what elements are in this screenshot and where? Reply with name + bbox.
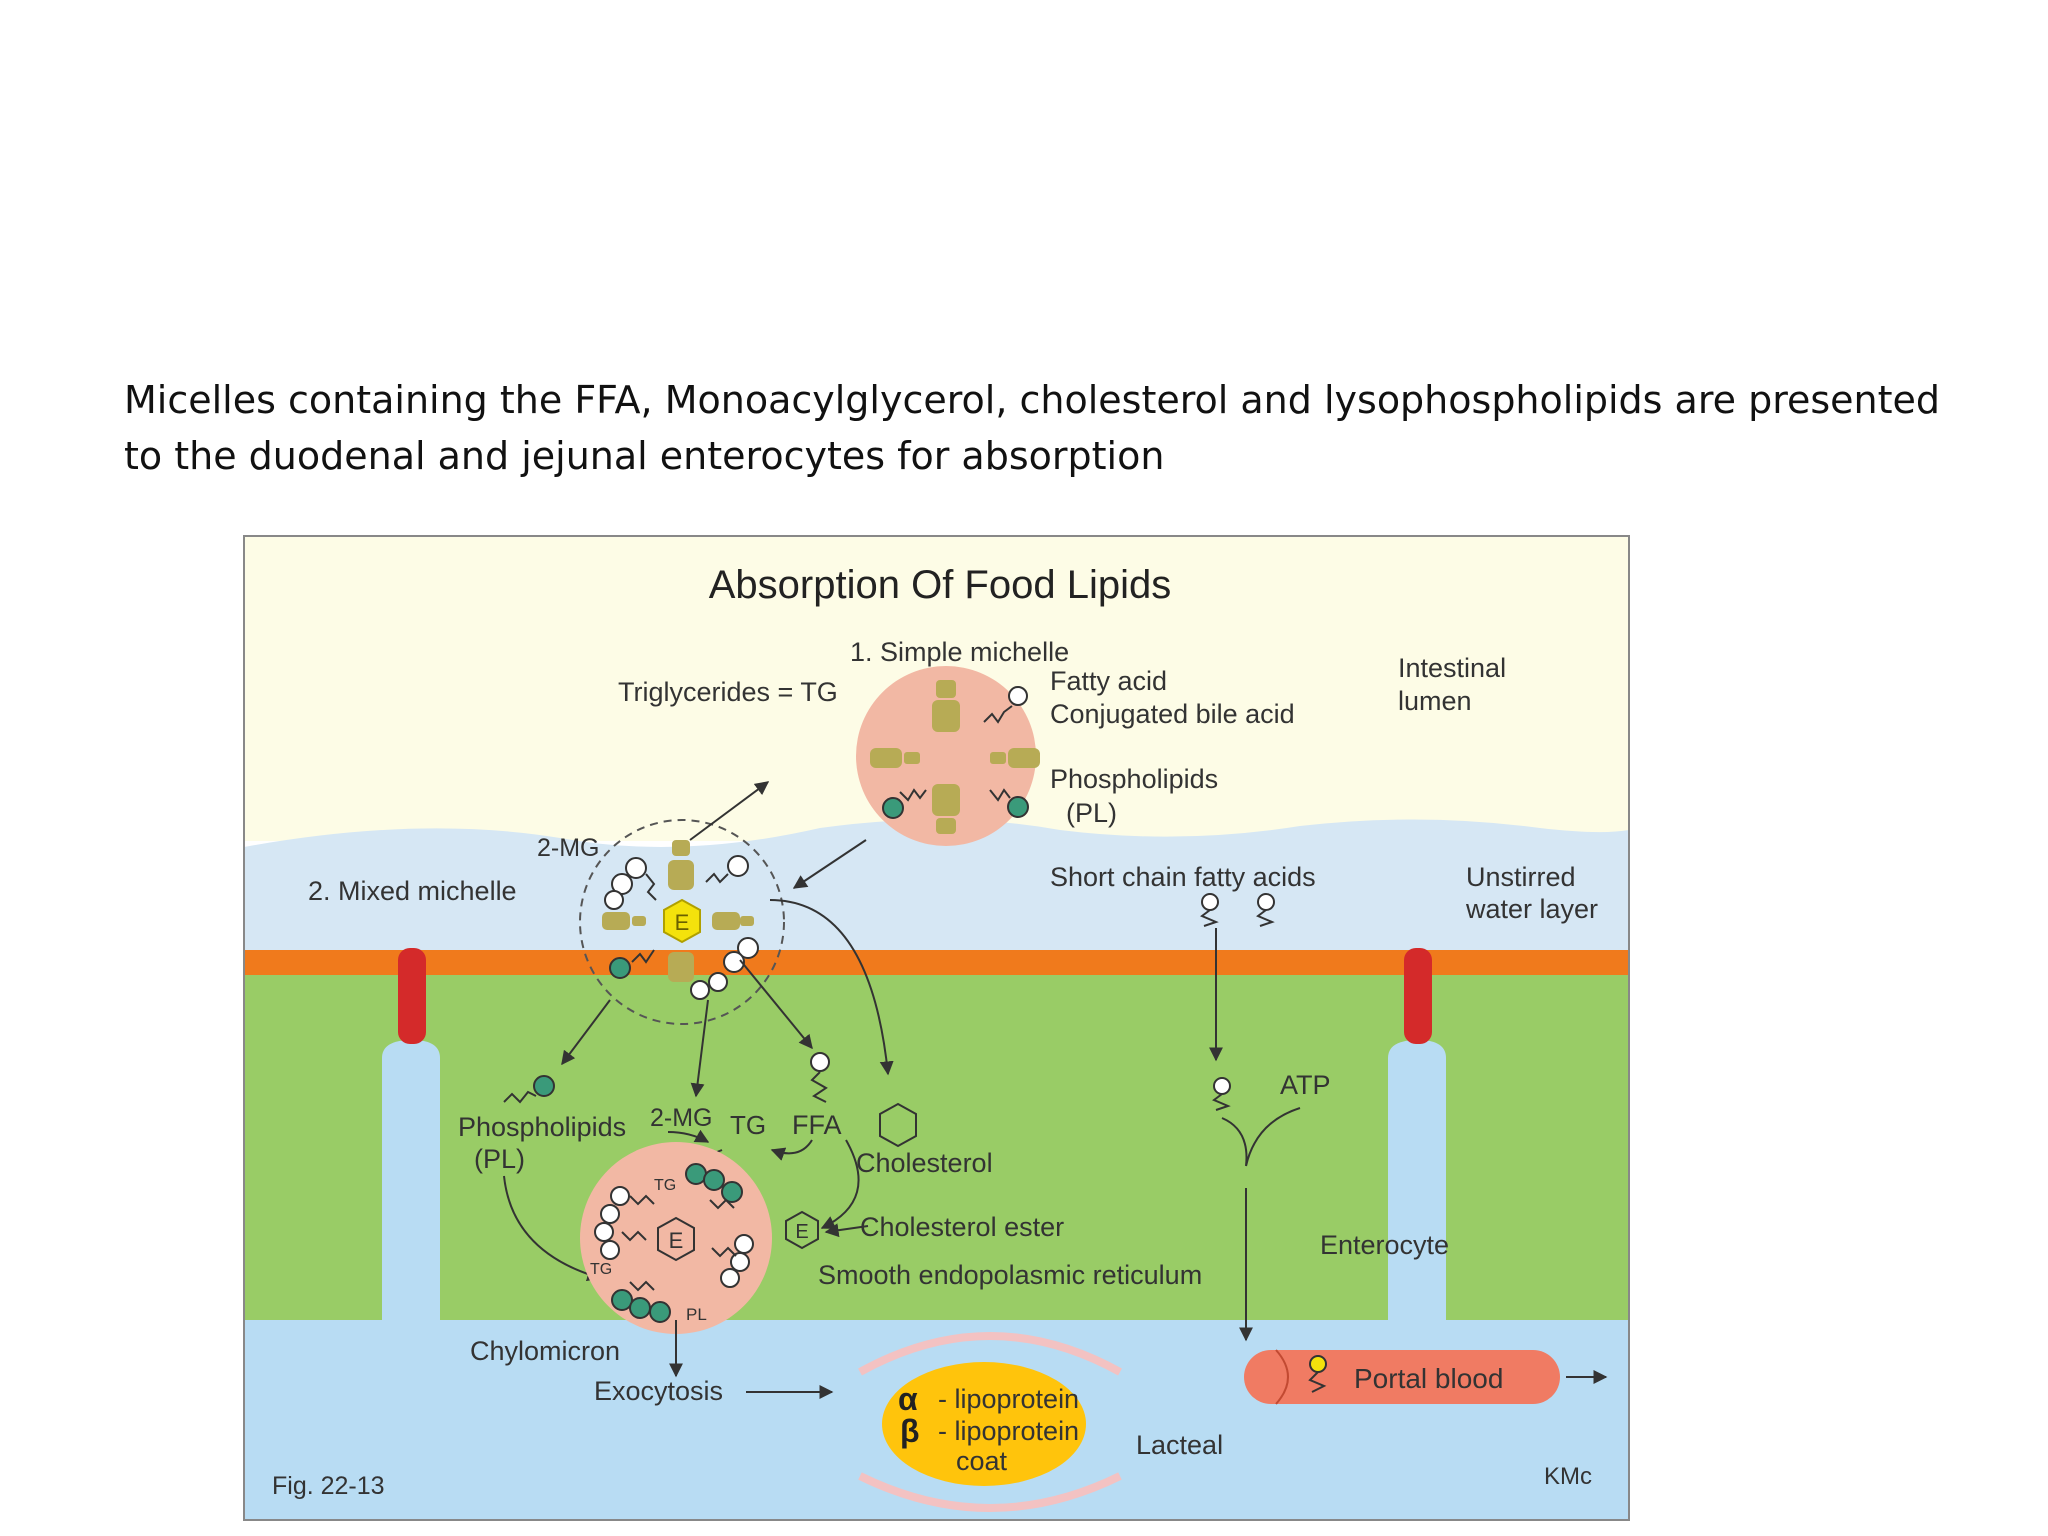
figure-frame <box>243 535 1630 1521</box>
alpha-lipoprotein-label: - lipoprotein <box>938 1384 1079 1414</box>
two-mg-mid-label: 2-MG <box>650 1104 713 1132</box>
arrow-pl-to-chylomicron <box>503 1175 602 1282</box>
figure-title: Absorption Of Food Lipids <box>709 563 1171 607</box>
tight-junction-left <box>398 948 426 1044</box>
phospholipid-molecule <box>503 1075 555 1104</box>
phospholipids-mid-label: Phospholipids <box>458 1112 626 1142</box>
unstirred-label-2: water layer <box>1465 894 1598 924</box>
arrow-to-cholesterol <box>769 899 894 1076</box>
portal-molecule-tail <box>1308 1371 1327 1393</box>
mixed-micelle-label: 2. Mixed michelle <box>308 876 517 906</box>
atp-arrow-curve <box>1221 1107 1301 1167</box>
arrow-to-phospholipids <box>561 999 611 1066</box>
cholesterol-label: Cholesterol <box>856 1148 993 1178</box>
ffa-molecule <box>810 1052 830 1103</box>
lacteal-label: Lacteal <box>1136 1430 1223 1460</box>
ester-label-chylo: E <box>669 1228 684 1253</box>
portal-vessel-cut <box>1275 1349 1289 1405</box>
beta-lipoprotein-label: - lipoprotein <box>938 1416 1079 1446</box>
ester-hexagon-chylo <box>657 1216 695 1262</box>
credit: KMc <box>1544 1463 1592 1490</box>
ester-label-ser: E <box>795 1221 808 1243</box>
caption-line-2: to the duodenal and jejunal enterocytes … <box>124 434 1165 478</box>
short-chain-molecule-cell <box>1212 1077 1231 1111</box>
short-chain-label: Short chain fatty acids <box>1050 862 1316 892</box>
arrow-ffa-to-ester <box>820 1139 860 1229</box>
beta-symbol: β <box>900 1413 920 1449</box>
two-mg-top-label: 2-MG <box>537 834 600 862</box>
arrow-to-ffa <box>739 959 813 1050</box>
arrow-mixed-to-lumen <box>689 781 770 841</box>
tg-small-label-1: TG <box>654 1177 676 1194</box>
apical-membrane <box>244 950 1629 975</box>
simple-micelle-label: 1. Simple michelle <box>850 637 1069 667</box>
intestinal-lumen-label-2: lumen <box>1398 686 1472 716</box>
alpha-symbol: α <box>898 1381 918 1417</box>
unstirred-label-1: Unstirred <box>1466 862 1576 892</box>
ester-hexagon-mixed <box>663 898 701 944</box>
mixed-micelle-contents <box>602 840 754 982</box>
triglycerides-label: Triglycerides = TG <box>618 677 838 707</box>
intercellular-space-right <box>1388 1040 1446 1320</box>
intestinal-lumen-label-1: Intestinal <box>1398 653 1506 683</box>
arrow-2mg-to-tg <box>667 1129 710 1143</box>
phospholipids-top-label: Phospholipids <box>1050 764 1218 794</box>
ester-hexagon-ser <box>785 1210 819 1250</box>
pl-top-label: (PL) <box>1066 798 1117 828</box>
tg-mid-label: TG <box>730 1110 766 1140</box>
unstirred-water-layer <box>244 819 1629 950</box>
chylomicron-label: Chylomicron <box>470 1336 620 1366</box>
micelle-phospholipids <box>882 686 1029 819</box>
arrow-cholesterol-to-ester <box>824 1223 869 1238</box>
intercellular-space-left <box>382 1040 440 1320</box>
coat-label: coat <box>956 1446 1008 1476</box>
lipoprotein-coat <box>882 1362 1086 1486</box>
ester-label-mixed: E <box>675 910 690 935</box>
pl-small-label: PL <box>686 1305 707 1324</box>
enterocyte-label: Enterocyte <box>1320 1230 1449 1260</box>
portal-molecule-head <box>1309 1355 1327 1373</box>
fatty-acid-label: Fatty acid <box>1050 666 1167 696</box>
ffa-label: FFA <box>792 1110 842 1140</box>
exocytosis-label: Exocytosis <box>594 1376 723 1406</box>
chylomicron-lipids <box>594 1163 754 1323</box>
arrow-ffa-to-tg <box>770 1139 813 1161</box>
lacteal-wall-top <box>858 1332 1122 1376</box>
cholesterol-ester-label: Cholesterol ester <box>860 1212 1064 1242</box>
bile-acid-molecules <box>870 680 1040 834</box>
cholesterol-hexagon <box>879 1102 917 1148</box>
tg-small-label-2: TG <box>590 1261 612 1278</box>
short-chain-molecules <box>1200 893 1275 927</box>
ser-label: Smooth endopolasmic reticulum <box>818 1260 1202 1290</box>
lacteal-wall-bottom <box>858 1472 1122 1512</box>
slide-caption: Micelles containing the FFA, Monoacylgly… <box>124 372 1984 484</box>
pl-mid-label: (PL) <box>474 1144 525 1174</box>
mixed-micelle <box>579 819 785 1025</box>
tight-junction-right <box>1404 948 1432 1044</box>
mixed-micelle-lipids <box>604 855 759 1000</box>
fig-number: Fig. 22-13 <box>272 1472 385 1500</box>
conjugated-bile-acid-label: Conjugated bile acid <box>1050 699 1295 729</box>
atp-label: ATP <box>1280 1070 1331 1100</box>
caption-line-1: Micelles containing the FFA, Monoacylgly… <box>124 378 1941 422</box>
arrow-simple-to-mixed <box>792 839 867 889</box>
arrow-to-2mg <box>690 999 709 1098</box>
portal-blood-label: Portal blood <box>1354 1363 1503 1394</box>
